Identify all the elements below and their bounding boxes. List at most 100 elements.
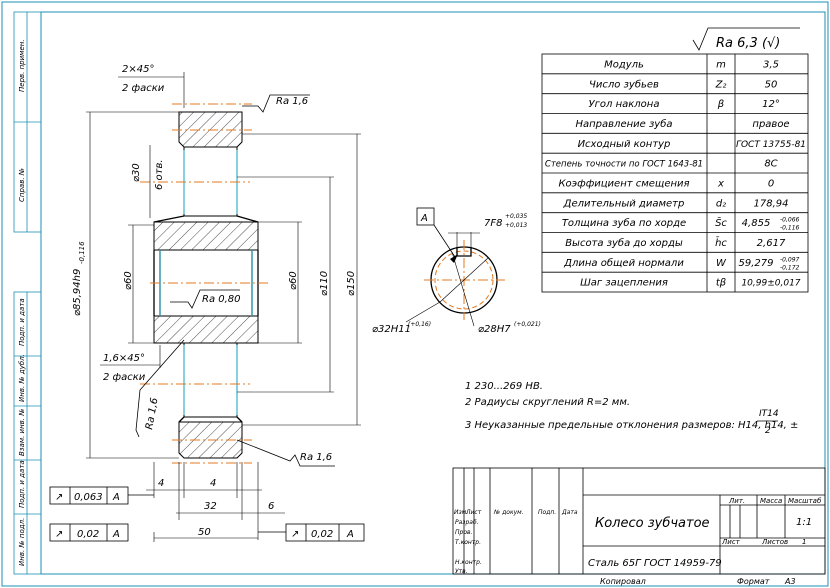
key-sup: +0,035 (505, 213, 527, 220)
roughness-general-text: Ra 6,3 (√) (716, 36, 780, 51)
note-1: 1 230...269 НВ. (465, 381, 543, 392)
side-label-3: Подп. и дата (18, 298, 26, 346)
part-name: Колесо зубчатое (595, 516, 710, 531)
d28-sup: (+0,021) (514, 321, 541, 328)
role-3: Т.контр. (455, 539, 481, 546)
param-symbol: Z₂ (715, 79, 727, 90)
d32-label: ⌀32H11 (372, 324, 411, 335)
param-name: Степень точности по ГОСТ 1643-81 (545, 160, 703, 170)
general-roughness: Ra 6,3 (√) (692, 27, 800, 51)
tol-2-base: A (112, 529, 120, 540)
tol-3-base: A (346, 529, 354, 540)
role-2: Пров. (455, 529, 473, 536)
param-symbol: h̄c (715, 236, 727, 249)
base-a-box (416, 207, 435, 226)
tolerance-frame-3: ↗ 0,02 A (258, 523, 365, 542)
role-6: Утв. (455, 568, 468, 575)
d85-label: ⌀85,94h9 (72, 269, 83, 316)
ra-bottom: Ra 1,6 (300, 452, 332, 463)
tol-3-sym: ↗ (291, 529, 299, 540)
ra-top: Ra 1,6 (276, 96, 308, 107)
d60-right: ⌀60 (288, 271, 299, 290)
param-value: 12° (762, 99, 780, 110)
param-name: Длина общей нормали (563, 257, 684, 269)
technical-notes: 1 230...269 НВ. 2 Радиусы скруглений R=2… (465, 381, 798, 436)
d32-sup: (+0,16) (408, 321, 431, 328)
side-label-7: Инв. № подл. (18, 518, 26, 566)
param-name: Коэффициент смещения (558, 178, 689, 189)
dim-4b: 4 (210, 478, 216, 489)
param-value-sup: -0,097 (780, 256, 800, 263)
param-value: ГОСТ 13755-81 (736, 140, 806, 150)
footer-format: Формат (737, 577, 770, 586)
param-name: Исходный контур (578, 139, 671, 150)
hdr-date: Дата (561, 509, 578, 516)
note-2: 2 Радиусы скруглений R=2 мм. (465, 397, 630, 408)
param-value-sup: -0,066 (780, 217, 800, 224)
param-value: 10,99±0,017 (741, 279, 800, 289)
dim-6: 6 (268, 501, 274, 512)
d110: ⌀110 (319, 271, 330, 296)
param-value: 178,94 (754, 198, 789, 209)
hdr-doc: № докум. (493, 509, 524, 516)
param-value-sub: -0,116 (780, 225, 800, 232)
dim-50: 50 (198, 527, 211, 538)
tolerance-frame-1: ↗ 0,063 A (49, 486, 154, 505)
hub-top-hatch (153, 221, 259, 251)
param-symbol: S̄c (715, 216, 727, 229)
note-3-den: 2 (765, 426, 771, 436)
param-symbol: tβ (716, 278, 727, 289)
footer-copied: Копировал (600, 577, 646, 586)
param-value: 59,279 (739, 258, 774, 269)
tol-1-sym: ↗ (55, 492, 63, 503)
hub-bottom-hatch (153, 315, 259, 344)
chamfer-top-2: 2 фаски (122, 83, 165, 94)
hdr-izm: Изм. (454, 509, 468, 516)
sheets-value: 1 (802, 538, 806, 546)
param-name: Модуль (604, 59, 644, 70)
scale-value: 1:1 (796, 517, 812, 528)
param-symbol: W (716, 258, 727, 269)
dim-4a: 4 (158, 478, 164, 489)
param-value: 4,855 (742, 218, 771, 229)
param-symbol: m (716, 59, 726, 70)
tol-1-val: 0,063 (74, 492, 103, 503)
sheet-label: Лист (721, 538, 741, 546)
chamfer-bot-2: 2 фаски (103, 372, 146, 383)
param-name: Направление зуба (576, 118, 673, 130)
side-label-5: Взам. инв. № (18, 408, 26, 456)
dim-32: 32 (204, 501, 217, 512)
param-name: Угол наклона (589, 99, 660, 110)
material: Сталь 65Г ГОСТ 14959-79 (588, 558, 722, 569)
hdr-mass: Масса (760, 497, 782, 505)
param-value: правое (752, 119, 789, 130)
role-1: Разраб. (455, 519, 479, 526)
disc-bottom (183, 342, 238, 418)
side-label-6: Подп. и дата (18, 460, 26, 508)
gear-section-view (140, 103, 268, 464)
footer-format-value: А3 (784, 577, 796, 586)
note-3: 3 Неуказанные предельные отклонения разм… (465, 420, 798, 431)
param-name: Шаг зацепления (580, 278, 668, 289)
param-name: Высота зуба до хорды (565, 237, 683, 249)
key-sub: +0,013 (505, 222, 527, 229)
param-value: 2,617 (757, 238, 786, 249)
side-label-4: Инв. № дубл. (18, 354, 26, 402)
side-strip: Перв. примен. Справ. № Подп. и дата Инв.… (13, 11, 42, 575)
param-symbol: d₂ (716, 198, 726, 209)
role-5: Н.контр. (455, 559, 482, 566)
tolerance-frame-2: ↗ 0,02 A (49, 523, 129, 542)
param-symbol: β (717, 99, 725, 110)
hdr-list: Лист (465, 509, 482, 516)
sheets-label: Листов (761, 538, 788, 546)
hdr-sign: Подп. (538, 509, 556, 516)
d60-left: ⌀60 (123, 271, 134, 290)
tol-2-val: 0,02 (77, 529, 99, 540)
side-label-2: Справ. № (18, 168, 26, 202)
chamfer-bot-1: 1,6×45° (103, 353, 145, 364)
param-value: 3,5 (763, 59, 779, 70)
key-width: 7F8 (484, 218, 502, 229)
param-value: 8С (764, 159, 777, 170)
